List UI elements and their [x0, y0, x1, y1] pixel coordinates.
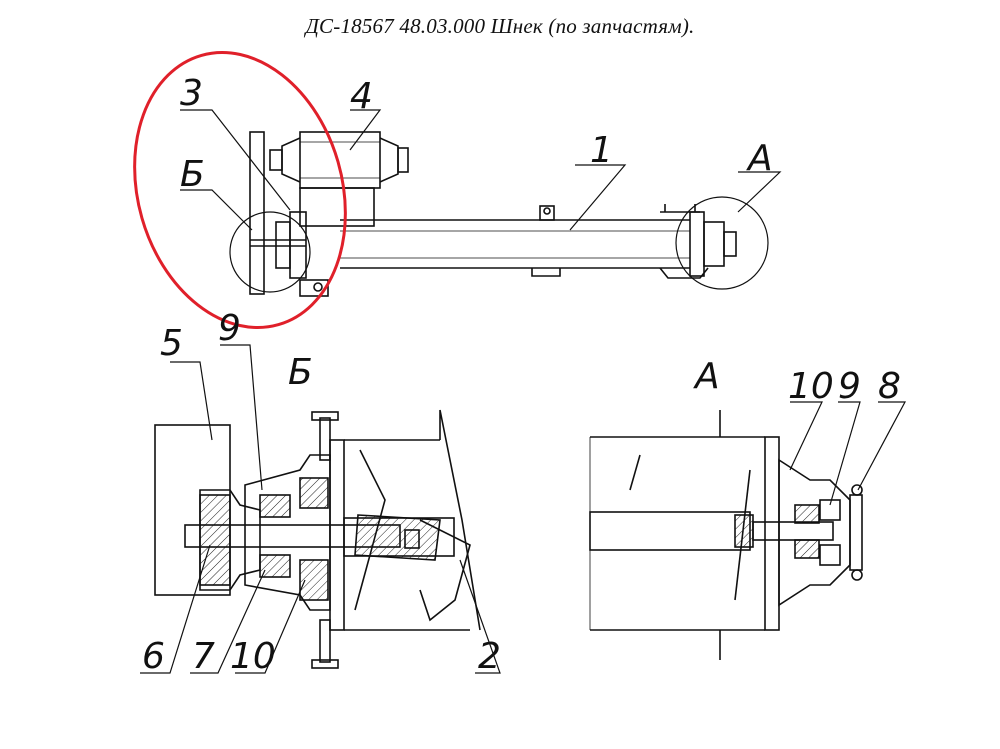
callout-a-detail: А: [693, 356, 720, 397]
highlight-ellipse: [133, 51, 347, 329]
drawing-title: ДС-18567 48.03.000 Шнек (по запчастям).: [305, 14, 695, 38]
callout-9-right: 9: [838, 366, 861, 407]
detail-b-view: [154, 409, 481, 669]
callout-3: 3: [180, 73, 203, 114]
callout-a-top: А: [746, 138, 773, 179]
callout-2: 2: [478, 636, 501, 677]
detail-b-leaders: [140, 344, 501, 674]
assembly-view: [229, 131, 769, 297]
callout-9-left: 9: [218, 308, 241, 349]
callouts: 3 4 1 А Б 5 9 Б 6 7 10 2 А 10 9 8: [142, 73, 901, 677]
callout-6: 6: [142, 636, 165, 677]
callout-7: 7: [192, 636, 215, 677]
callout-10-left: 10: [230, 636, 276, 677]
callout-b-detail: Б: [288, 352, 313, 393]
callout-8: 8: [878, 366, 901, 407]
top-leaders: [180, 109, 782, 231]
detail-a-view: [589, 410, 863, 660]
callout-b-top: Б: [180, 154, 205, 195]
callout-1: 1: [590, 130, 613, 171]
callout-10-right: 10: [788, 366, 834, 407]
callout-4: 4: [350, 76, 373, 117]
callout-5: 5: [160, 323, 183, 364]
detail-a-leaders: [789, 401, 907, 506]
